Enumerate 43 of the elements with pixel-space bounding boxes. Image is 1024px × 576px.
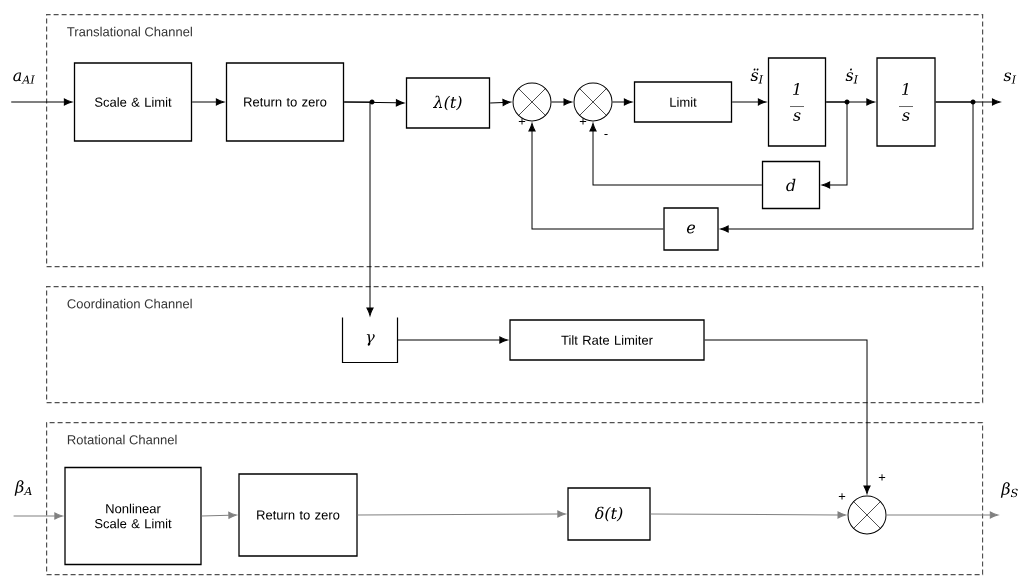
arrow <box>191 98 225 106</box>
arrow <box>10 98 73 106</box>
block: 1 s <box>876 57 936 147</box>
sign-label: + <box>878 474 886 481</box>
block: δ(t) <box>567 487 651 541</box>
signal-label: β$_{S}$ <box>1000 482 1018 498</box>
block: Tilt Rate Limiter <box>509 319 705 361</box>
block: Return to zero <box>238 473 358 557</box>
arrow <box>821 101 848 189</box>
arrow <box>201 511 237 519</box>
sign-label: + <box>518 118 526 125</box>
sign-label: + <box>579 118 587 125</box>
edge-label: ṡ$_{I}$ <box>844 67 860 85</box>
block: Nonlinear Scale & Limit <box>64 466 202 566</box>
block: Limit <box>633 81 733 123</box>
block: 1 s <box>767 57 827 147</box>
arrow <box>13 512 63 520</box>
arrow <box>650 511 847 519</box>
signal-label: s$_{I}$ <box>1003 72 1017 84</box>
gain-block: γ <box>341 316 399 364</box>
arrow <box>343 101 374 317</box>
block: Scale & Limit <box>73 62 193 142</box>
arrow <box>886 511 999 519</box>
summing-junction <box>847 495 887 535</box>
arrow <box>720 101 974 233</box>
block: e <box>663 207 719 251</box>
arrow <box>397 336 508 344</box>
arrow <box>551 98 573 106</box>
block: λ(t) <box>405 77 491 129</box>
block: d <box>761 160 821 210</box>
arrow <box>731 98 767 106</box>
arrow <box>357 510 566 518</box>
arrow <box>612 98 633 106</box>
arrow <box>589 122 763 186</box>
edge-label: s̈$_{I}$ <box>749 67 765 85</box>
sign-label: + <box>838 493 846 500</box>
arrow <box>704 339 871 495</box>
signal-label: β$_{A}$ <box>14 480 32 496</box>
block: Return to zero <box>225 62 345 142</box>
arrow <box>489 98 512 106</box>
signal-label: a$_{AI}$ <box>13 72 35 84</box>
arrow <box>528 122 664 230</box>
sign-label: - <box>604 134 608 136</box>
